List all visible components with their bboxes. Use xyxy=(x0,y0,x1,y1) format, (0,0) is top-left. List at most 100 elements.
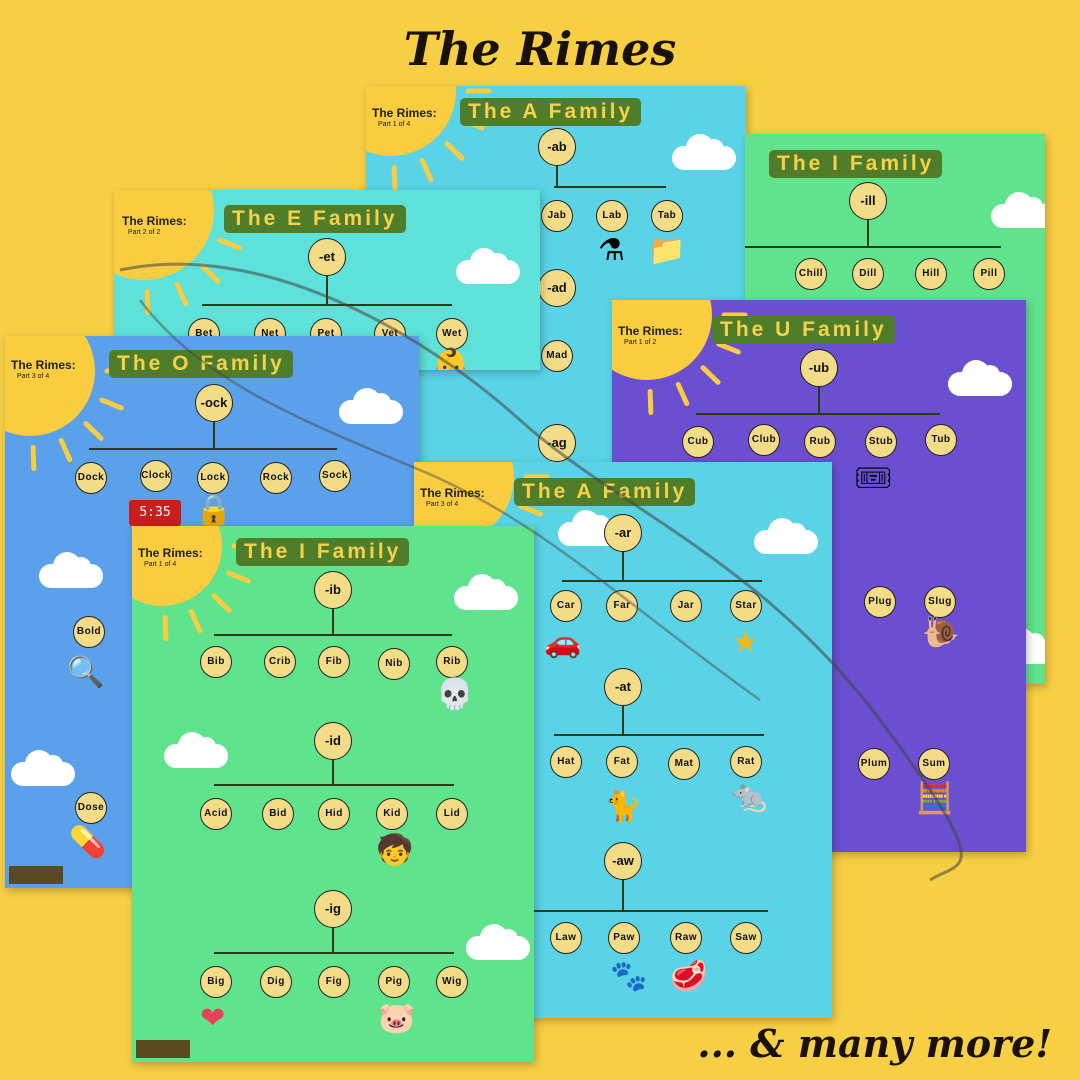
word-bid: Bid xyxy=(262,798,294,830)
cloud xyxy=(754,518,818,554)
family-title: The I Family xyxy=(769,150,943,178)
word-dig: Dig xyxy=(260,966,292,998)
tree-branch xyxy=(554,734,764,736)
word-fib: Fib xyxy=(318,646,350,678)
rimes-label: The Rimes:Part 1 of 2 xyxy=(618,324,683,346)
sun-ray xyxy=(81,420,105,443)
tree-branch xyxy=(214,952,454,954)
word-plug: Plug xyxy=(864,586,896,618)
rime-ab: -ab xyxy=(538,128,576,166)
cloud xyxy=(948,360,1012,396)
rime-id: -id xyxy=(314,722,352,760)
magnifier-icon: 🔍 xyxy=(67,656,105,689)
cloud xyxy=(456,248,520,284)
word-tub: Tub xyxy=(925,424,957,456)
tree-trunk xyxy=(622,706,624,734)
kid-icon: 🧒 xyxy=(376,834,414,867)
baby-bath-icon: 👶 xyxy=(432,348,470,371)
tree-trunk xyxy=(332,760,334,784)
word-wig: Wig xyxy=(436,966,468,998)
word-cub: Cub xyxy=(682,426,714,458)
word-stub: Stub xyxy=(865,426,897,458)
sun-ray xyxy=(698,364,722,387)
word-kid: Kid xyxy=(376,798,408,830)
word-lab: Lab xyxy=(596,200,628,232)
cat-icon: 🐈 xyxy=(604,790,642,823)
footer-text: ... & many more! xyxy=(697,1021,1052,1066)
word-far: Far xyxy=(606,590,638,622)
word-bold: Bold xyxy=(73,616,105,648)
word-fat: Fat xyxy=(606,746,638,778)
word-raw: Raw xyxy=(670,922,702,954)
tree-branch xyxy=(562,580,762,582)
sun-ray xyxy=(199,263,222,285)
word-rib: Rib xyxy=(436,646,468,678)
rimes-label: The Rimes:Part 3 of 4 xyxy=(420,486,485,508)
hearts-icon: ❤ xyxy=(200,1002,226,1035)
tree-branch xyxy=(214,634,452,636)
word-dill: Dill xyxy=(852,258,884,290)
rime-ad: -ad xyxy=(538,269,576,307)
sun-ray xyxy=(647,388,654,416)
word-plum: Plum xyxy=(858,748,890,780)
tree-trunk xyxy=(556,166,558,186)
tree-branch xyxy=(745,246,1001,248)
cloud xyxy=(164,732,228,768)
tree-branch xyxy=(554,186,666,188)
card-i-family-1: The Rimes:Part 1 of 4 The I Family -ib B… xyxy=(132,526,534,1062)
rime-ock: -ock xyxy=(195,384,233,422)
cloud xyxy=(672,134,736,170)
word-chill: Chill xyxy=(795,258,827,290)
word-jar: Jar xyxy=(670,590,702,622)
word-club: Club xyxy=(748,424,780,456)
word-fig: Fig xyxy=(318,966,350,998)
word-rub: Rub xyxy=(804,426,836,458)
cloud xyxy=(991,192,1045,228)
word-pill: Pill xyxy=(973,258,1005,290)
pig-icon: 🐷 xyxy=(378,1002,416,1035)
tree-branch xyxy=(524,910,768,912)
tree-trunk xyxy=(326,276,328,304)
sun-ray xyxy=(174,281,190,307)
word-tab: Tab xyxy=(651,200,683,232)
rimes-label: The Rimes:Part 3 of 4 xyxy=(11,358,76,380)
rime-ib: -ib xyxy=(314,571,352,609)
sun-ray xyxy=(144,288,151,316)
sun-ray xyxy=(675,381,691,408)
sun-ray xyxy=(419,157,435,184)
lock-icon: 🔒 xyxy=(195,494,233,527)
tree-branch xyxy=(202,304,452,306)
cloud xyxy=(39,552,103,588)
word-hill: Hill xyxy=(915,258,947,290)
rime-ill: -ill xyxy=(849,182,887,220)
rime-ar: -ar xyxy=(604,514,642,552)
tree-trunk xyxy=(818,387,820,413)
rime-ag: -ag xyxy=(538,424,576,462)
steak-icon: 🥩 xyxy=(670,960,708,993)
star-icon: ★ xyxy=(732,626,759,659)
word-big: Big xyxy=(200,966,232,998)
cloud xyxy=(339,388,403,424)
word-paw: Paw xyxy=(608,922,640,954)
word-pig: Pig xyxy=(378,966,410,998)
sun-ray xyxy=(442,140,466,163)
family-title: The E Family xyxy=(224,205,406,233)
rat-icon: 🐀 xyxy=(730,780,768,813)
word-lock: Lock xyxy=(197,462,229,494)
family-title: The A Family xyxy=(460,98,642,126)
rime-ig: -ig xyxy=(314,890,352,928)
family-title: The I Family xyxy=(236,538,410,566)
cloud xyxy=(466,924,530,960)
word-star: Star xyxy=(730,590,762,622)
family-title: The A Family xyxy=(514,478,696,506)
word-wet: Wet xyxy=(436,318,468,350)
word-hat: Hat xyxy=(550,746,582,778)
word-nib: Nib xyxy=(378,648,410,680)
page-title: The Rimes xyxy=(403,22,677,76)
tree-trunk xyxy=(867,220,869,246)
word-sum: Sum xyxy=(918,748,950,780)
word-bib: Bib xyxy=(200,646,232,678)
cloud xyxy=(454,574,518,610)
tree-trunk xyxy=(213,422,215,448)
word-car: Car xyxy=(550,590,582,622)
